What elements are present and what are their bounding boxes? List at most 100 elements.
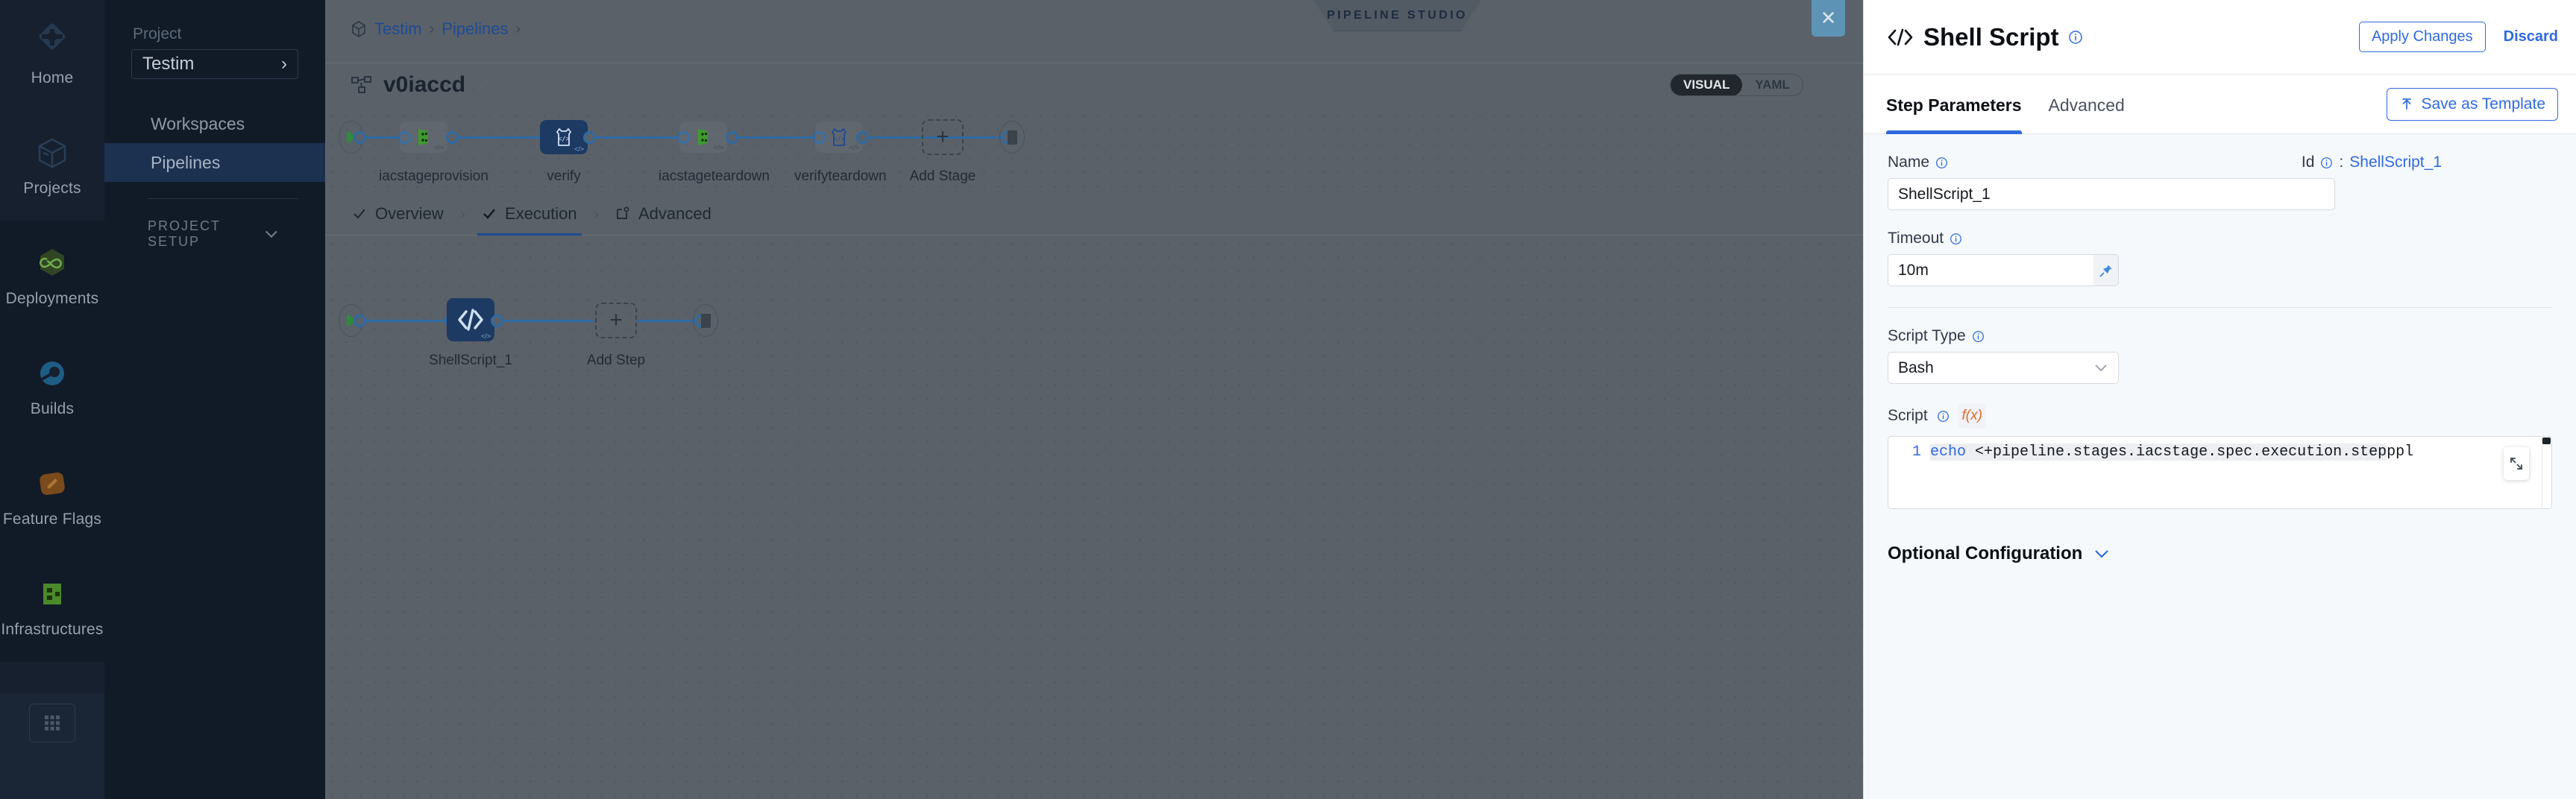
- rail-label: Deployments: [5, 290, 99, 307]
- tab-panel-advanced[interactable]: Advanced: [2048, 95, 2125, 115]
- expand-editor-button[interactable]: [2504, 447, 2529, 480]
- stage-type-tag: </>: [849, 144, 859, 151]
- expression-fx-button[interactable]: f(x): [1958, 403, 1986, 429]
- script-type-value: Bash: [1898, 359, 1934, 376]
- shirt-code-icon: </>: [832, 128, 846, 146]
- info-icon[interactable]: [2068, 30, 2083, 45]
- rail-label: Infrastructures: [1, 621, 104, 638]
- stage-label-verifyteardown: verifyteardown: [794, 168, 887, 184]
- rail-item-deployments[interactable]: Deployments: [0, 221, 104, 331]
- script-type-select[interactable]: Bash: [1888, 352, 2119, 384]
- breadcrumb: Testim › Pipelines ›: [351, 19, 521, 39]
- project-section-label: Project: [133, 25, 182, 42]
- tab-separator: ›: [459, 203, 466, 223]
- chevron-down-icon: [2095, 364, 2107, 372]
- step-connector: [497, 320, 594, 322]
- timeout-pin-button[interactable]: [2093, 254, 2119, 286]
- tab-execution[interactable]: Execution: [470, 192, 589, 236]
- name-label-text: Name: [1888, 154, 1930, 171]
- toggle-option-visual[interactable]: VISUAL: [1671, 75, 1743, 95]
- pencil-icon[interactable]: [476, 77, 491, 93]
- tab-step-parameters[interactable]: Step Parameters: [1886, 75, 2022, 134]
- project-sidebar: Project Testim › Workspaces Pipelines PR…: [104, 0, 325, 799]
- rail-label: Feature Flags: [2, 511, 102, 528]
- info-icon[interactable]: [1935, 157, 1948, 169]
- project-setup-section[interactable]: PROJECT SETUP: [104, 199, 325, 250]
- panel-actions: Apply Changes Discard: [2358, 22, 2558, 52]
- grid-apps-icon: [45, 716, 60, 730]
- page-title: v0iaccd: [383, 72, 466, 97]
- optional-configuration-label: Optional Configuration: [1888, 543, 2083, 563]
- primary-nav-rail: Home Projects Deployments: [0, 0, 104, 799]
- panel-title: Shell Script: [1923, 22, 2059, 51]
- tab-advanced[interactable]: Advanced: [603, 192, 723, 236]
- name-input[interactable]: [1888, 178, 2335, 210]
- toggle-option-yaml[interactable]: YAML: [1755, 78, 1790, 92]
- step-type-tag: </>: [480, 332, 491, 340]
- pushpin-icon: [2099, 265, 2112, 277]
- add-step-label: Add Step: [586, 353, 646, 368]
- flag-icon: [40, 472, 65, 496]
- code-rest: <+pipeline.stages.iacstage.spec.executio…: [1966, 443, 2387, 461]
- script-type-field-label: Script Type: [1888, 327, 2552, 345]
- advanced-gear-icon: [617, 206, 629, 219]
- tab-label: Overview: [375, 203, 444, 223]
- apply-changes-button[interactable]: Apply Changes: [2358, 22, 2486, 52]
- rail-item-feature-flags[interactable]: Feature Flags: [0, 441, 104, 552]
- editor-code-line[interactable]: echo <+pipeline.stages.iacstage.spec.exe…: [1930, 437, 2551, 508]
- stage-port: [446, 131, 459, 144]
- infra-green-icon: [418, 129, 428, 145]
- breadcrumb-item-project[interactable]: Testim: [374, 19, 422, 38]
- step-row: </> ShellScript_1 + Add Step: [325, 280, 2576, 429]
- pipeline-icon: [351, 76, 371, 93]
- step-node-shellscript-1[interactable]: </>: [447, 298, 494, 341]
- tab-label: Advanced: [638, 203, 711, 223]
- save-as-template-button[interactable]: Save as Template: [2387, 87, 2558, 121]
- rail-item-builds[interactable]: Builds: [0, 331, 104, 441]
- panel-body: Name Id : ShellScript_1: [1864, 134, 2576, 799]
- stage-node-verifyteardown[interactable]: </> </>: [815, 121, 863, 153]
- stage-node-iacstageteardown[interactable]: </>: [679, 121, 727, 153]
- stage-type-tag: </>: [713, 144, 723, 151]
- add-step-button[interactable]: +: [595, 303, 637, 338]
- rail-item-home[interactable]: Home: [0, 0, 104, 110]
- stage-node-iacstageprovision[interactable]: </>: [400, 121, 447, 153]
- add-stage-button[interactable]: +: [922, 119, 964, 155]
- step-connector: [637, 320, 697, 322]
- step-id-row: Id : ShellScript_1: [2302, 154, 2442, 171]
- discard-button[interactable]: Discard: [2503, 28, 2558, 45]
- id-value: ShellScript_1: [2349, 154, 2442, 171]
- stage-node-verify[interactable]: </> </>: [540, 120, 588, 154]
- optional-configuration-toggle[interactable]: Optional Configuration: [1888, 543, 2552, 564]
- scrollbar-thumb[interactable]: [2542, 438, 2551, 444]
- stop-icon: [700, 313, 711, 328]
- script-editor[interactable]: 1 echo <+pipeline.stages.iacstage.spec.e…: [1888, 436, 2552, 509]
- info-icon[interactable]: [2320, 157, 2333, 169]
- rail-item-infrastructures[interactable]: Infrastructures: [0, 552, 104, 662]
- stop-icon: [1007, 130, 1017, 145]
- breadcrumb-item-pipelines[interactable]: Pipelines: [442, 19, 509, 38]
- timeout-input[interactable]: [1888, 254, 2094, 286]
- rail-item-projects[interactable]: Projects: [0, 110, 104, 221]
- rail-bottom-area: [0, 693, 104, 799]
- tab-overview[interactable]: Overview: [340, 192, 456, 236]
- info-icon[interactable]: [1937, 410, 1950, 423]
- sidebar-item-workspaces[interactable]: Workspaces: [104, 104, 325, 143]
- sidebar-item-pipelines[interactable]: Pipelines: [104, 143, 325, 182]
- check-icon: [354, 208, 365, 218]
- grid-apps-button[interactable]: [29, 704, 75, 742]
- info-icon[interactable]: [1950, 233, 1962, 245]
- script-label-text: Script: [1888, 407, 1928, 424]
- id-colon: :: [2339, 154, 2344, 171]
- svg-text:</>: </>: [558, 136, 571, 143]
- view-mode-toggle[interactable]: VISUAL YAML: [1670, 74, 1803, 96]
- info-icon[interactable]: [1972, 330, 1985, 343]
- close-studio-button[interactable]: ✕: [1812, 0, 1845, 37]
- expand-arrows-icon: [2510, 458, 2522, 470]
- step-config-panel: Shell Script Apply Changes Discard Step …: [1863, 0, 2576, 799]
- infra-green-icon: [698, 129, 708, 145]
- editor-vertical-scrollbar[interactable]: [2542, 437, 2551, 508]
- project-selector[interactable]: Testim ›: [131, 49, 298, 79]
- chevron-down-icon: [266, 230, 278, 239]
- stage-connector: [589, 136, 682, 139]
